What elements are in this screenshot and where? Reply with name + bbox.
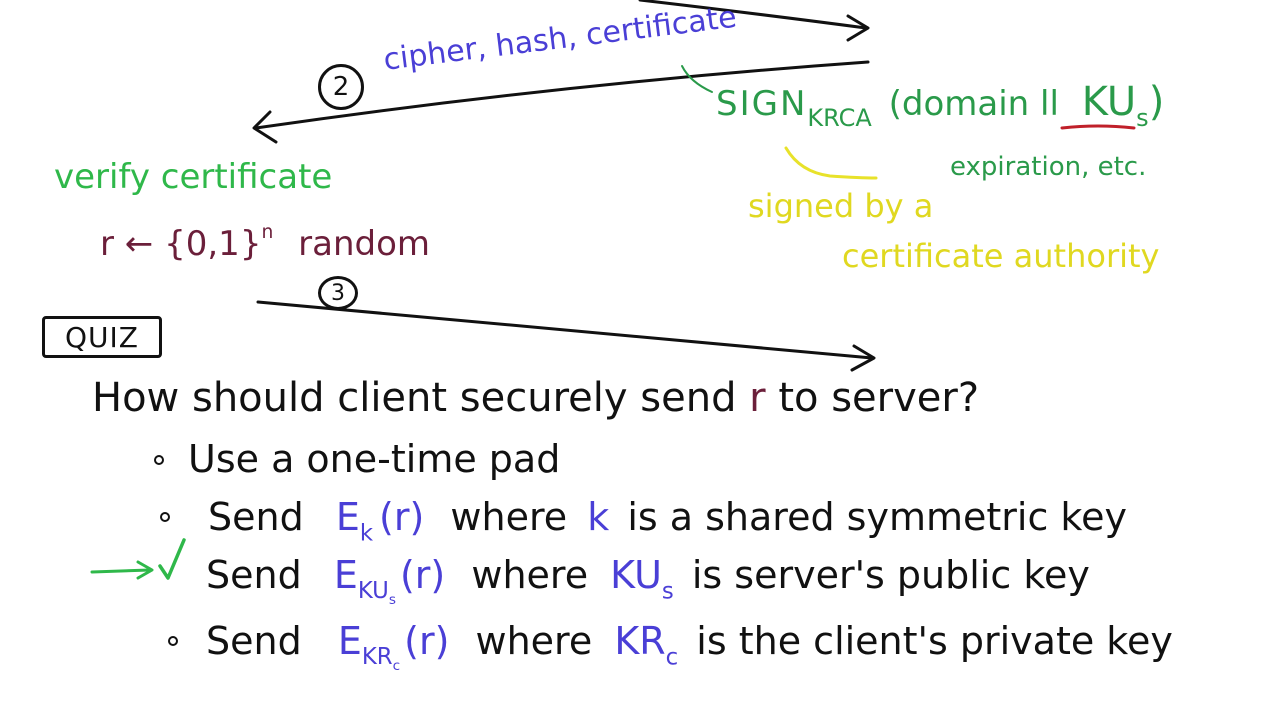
sign-close: ) bbox=[1148, 79, 1165, 125]
option3-E-sub: KU bbox=[357, 578, 389, 605]
option3-arg: (r) bbox=[399, 553, 446, 597]
option4-encrypt: EKRc(r) bbox=[337, 619, 450, 673]
sign-key-sub: s bbox=[1136, 103, 1149, 132]
option4-send: Send bbox=[206, 619, 302, 663]
answer-arrow bbox=[90, 568, 152, 574]
random-arrow: ← bbox=[124, 223, 154, 264]
option3-E: E bbox=[333, 553, 358, 597]
option3-encrypt: EKUs(r) bbox=[333, 553, 446, 607]
option4-arg: (r) bbox=[404, 619, 450, 663]
option3-key: KUs bbox=[610, 553, 674, 603]
option3-key-main: KU bbox=[610, 553, 662, 597]
option4-rest: is the client's private key bbox=[696, 619, 1173, 663]
option3-key-sub: s bbox=[661, 578, 674, 605]
question-part-a: How should client securely send bbox=[92, 375, 737, 421]
option4-E-sub: KR bbox=[361, 644, 393, 671]
arrow-step3-head bbox=[850, 344, 876, 372]
quiz-question: How should client securely send r to ser… bbox=[92, 378, 979, 418]
option2-arg: (r) bbox=[379, 495, 425, 539]
option2-rest: is a shared symmetric key bbox=[627, 495, 1127, 539]
certificate-pointer bbox=[681, 65, 713, 93]
sign-subscript: KRCA bbox=[807, 103, 872, 132]
random-word: random bbox=[298, 223, 430, 264]
option4-key: KRc bbox=[614, 619, 678, 669]
answer-arrow-head bbox=[136, 560, 154, 580]
signed-by-line2: certificate authority bbox=[842, 237, 1160, 275]
option4-E-subsub: c bbox=[392, 658, 401, 675]
option1-bullet bbox=[154, 455, 164, 465]
option3-rest: is server's public key bbox=[691, 553, 1090, 597]
step2-text: cipher, hash, certificate bbox=[381, 0, 739, 78]
signed-by-line1: signed by a bbox=[748, 187, 934, 225]
option4-key-main: KR bbox=[614, 619, 666, 663]
option2-key: k bbox=[587, 495, 610, 539]
quiz-badge-label: QUIZ bbox=[65, 320, 139, 354]
option1-text[interactable]: Use a one-time pad bbox=[188, 437, 561, 481]
sign-word: SIGN bbox=[716, 84, 808, 124]
sign-args: (domain ll bbox=[888, 84, 1059, 124]
option4-bullet bbox=[168, 636, 178, 646]
option3-send: Send bbox=[206, 553, 302, 597]
krca-bracket bbox=[784, 146, 878, 180]
question-part-b: to server? bbox=[778, 375, 980, 421]
step2-circle: 2 bbox=[318, 64, 364, 110]
question-r: r bbox=[749, 375, 766, 421]
random-expression: r ← {0,1}n random bbox=[100, 222, 430, 264]
option2-where: where bbox=[450, 495, 568, 539]
option2-text[interactable]: Send Ek(r) where k is a shared symmetric… bbox=[208, 498, 1127, 545]
option2-bullet bbox=[160, 512, 170, 522]
quiz-badge: QUIZ bbox=[42, 316, 162, 358]
option3-E-subsub: s bbox=[388, 592, 396, 609]
option4-text[interactable]: Send EKRc(r) where KRc is the client's p… bbox=[206, 622, 1173, 674]
sign-key: KU bbox=[1081, 79, 1137, 125]
random-set: {0,1} bbox=[164, 223, 262, 264]
arrow-step3 bbox=[256, 300, 874, 360]
option4-E-sub-group: KRc bbox=[361, 644, 400, 673]
arrow-step2-head bbox=[252, 110, 278, 144]
option3-where: where bbox=[471, 553, 589, 597]
option2-send: Send bbox=[208, 495, 304, 539]
step2-number: 2 bbox=[332, 72, 350, 102]
sign-expression: SIGNKRCA (domain ll KUs) bbox=[716, 82, 1164, 130]
arrow-step1-head bbox=[846, 14, 870, 42]
option4-E: E bbox=[337, 619, 362, 663]
option4-key-sub: c bbox=[665, 644, 679, 671]
option2-encrypt: Ek(r) bbox=[335, 495, 425, 545]
expiration-text: expiration, etc. bbox=[950, 152, 1147, 182]
random-exponent: n bbox=[261, 222, 274, 243]
random-r: r bbox=[100, 223, 114, 264]
step3-circle: 3 bbox=[318, 276, 358, 310]
option4-where: where bbox=[475, 619, 593, 663]
option2-E: E bbox=[335, 495, 360, 539]
option2-E-sub: k bbox=[359, 520, 374, 547]
answer-check bbox=[158, 538, 186, 580]
option3-text[interactable]: Send EKUs(r) where KUs is server's publi… bbox=[206, 556, 1090, 608]
verify-certificate: verify certificate bbox=[54, 157, 333, 197]
option3-E-sub-group: KUs bbox=[357, 578, 396, 607]
step3-number: 3 bbox=[331, 280, 345, 306]
